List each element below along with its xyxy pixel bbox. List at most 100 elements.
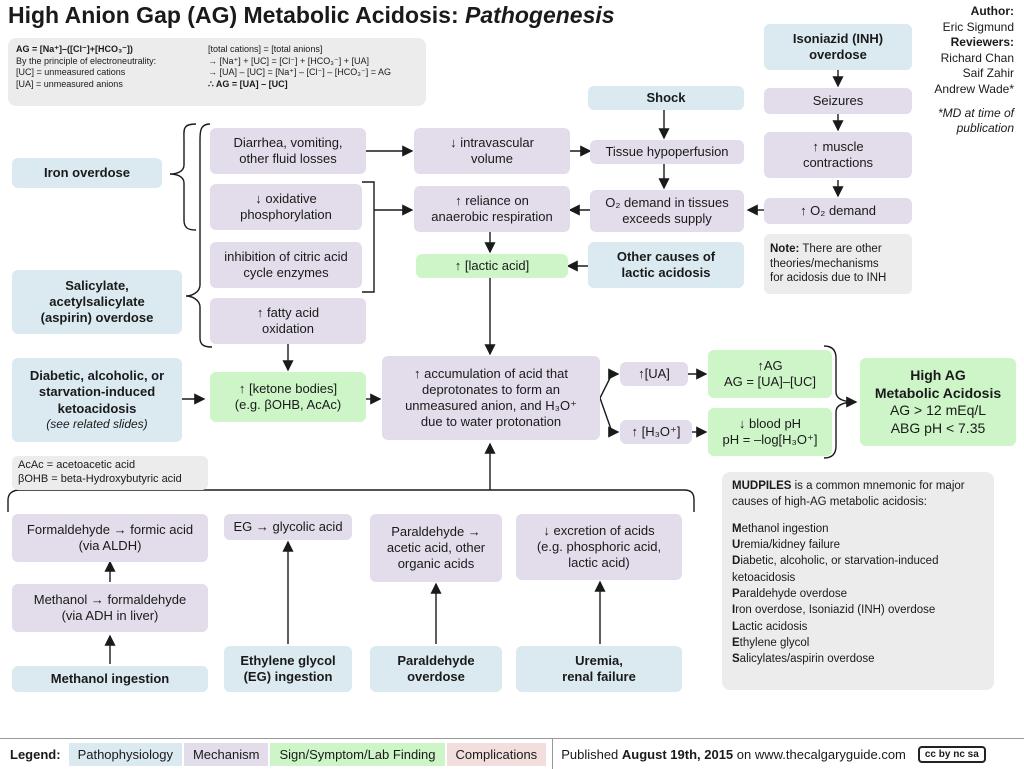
mnemonic-text: alicylates/aspirin overdose — [739, 653, 875, 666]
mnemonic-text: actic acidosis — [739, 620, 808, 633]
mnemonic-item: Methanol ingestion — [732, 521, 984, 537]
cc-license-icon: cc by nc sa — [917, 745, 986, 763]
abbr-line: βOHB = beta-Hydroxybutyric acid — [18, 473, 182, 485]
node-text: Isoniazid (INH) — [792, 30, 884, 46]
node-seizures: Seizures — [764, 88, 912, 114]
node-note: (see related slides) — [46, 416, 148, 431]
node-text: overdose — [809, 47, 867, 62]
node-text: (aspirin) overdose — [40, 310, 154, 326]
author-note: publication — [956, 121, 1014, 136]
node-text: ↑ reliance on — [455, 192, 529, 208]
formula-line: ∴ AG = [UA] – [UC] — [208, 79, 288, 90]
node-text: pH = –log[H₃O⁺] — [722, 432, 818, 447]
mnemonic-item: Lactic acidosis — [732, 619, 984, 635]
node-isoniazid-overdose: Isoniazid (INH) overdose — [764, 24, 912, 70]
node-ketoacidosis: Diabetic, alcoholic, or starvation-induc… — [12, 358, 182, 442]
node-text: ↑ accumulation of acid that — [414, 365, 568, 381]
node-uremia: Uremia, renal failure — [516, 646, 682, 692]
mnemonic-text: ron overdose, Isoniazid (INH) overdose — [735, 604, 936, 617]
node-text: volume — [471, 151, 513, 166]
reviewer: Saif Zahir — [962, 66, 1014, 81]
published-date: August 19th, 2015 — [621, 746, 734, 762]
published-text: Published August 19th, 2015 on www.theca… — [561, 747, 906, 762]
node-text: ↓ excretion of acids — [543, 522, 655, 538]
node-text: ↑ [H₃O⁺] — [631, 423, 681, 439]
title-italic: Pathogenesis — [465, 2, 615, 28]
legend-label: Legend: — [10, 746, 61, 762]
node-o2-demand-exceeds: O₂ demand in tissues exceeds supply — [590, 190, 744, 232]
node-text: Paraldehyde → — [391, 523, 481, 539]
abbr-line: AcAc = acetoacetic acid — [18, 459, 136, 472]
mnemonic-item: Ethylene glycol — [732, 635, 984, 651]
node-text: acetylsalicylate — [49, 293, 145, 309]
mnemonic-intro-text: is a common mnemonic for major causes of… — [732, 480, 965, 509]
abbreviation-box: AcAc = acetoacetic acid βOHB = beta-Hydr… — [12, 456, 208, 490]
node-text: Seizures — [812, 92, 864, 108]
node-text: O₂ demand in tissues — [605, 194, 729, 210]
note-text: for acidosis due to INH — [770, 272, 887, 285]
brace-iron — [169, 123, 197, 231]
node-formic-acid: Formaldehyde → formic acid (via ALDH) — [12, 514, 208, 562]
mnemonic-text: remia/kidney failure — [740, 538, 841, 551]
node-text: Shock — [646, 89, 686, 105]
mnemonic-intro: MUDPILES is a common mnemonic for major … — [732, 478, 984, 511]
node-text: phosphorylation — [240, 207, 332, 222]
mnemonic-text: araldehyde overdose — [739, 587, 848, 600]
mnemonic-letter: D — [732, 555, 741, 568]
mnemonic-item: Salicylates/aspirin overdose — [732, 651, 984, 667]
node-text: ↓ oxidative — [255, 190, 317, 206]
author-note: *MD at time of — [937, 105, 1014, 120]
node-text: Salicylate, — [65, 277, 129, 293]
node-muscle-contractions: ↑ muscle contractions — [764, 132, 912, 178]
author-block: Author: Eric Sigmund Reviewers: Richard … — [934, 4, 1014, 137]
legend-bar: Legend: Pathophysiology Mechanism Sign/S… — [0, 738, 1024, 769]
node-acid-accumulation: ↑ accumulation of acid that deprotonates… — [382, 356, 600, 440]
node-blood-ph: ↓ blood pH pH = –log[H₃O⁺] — [708, 408, 832, 456]
brace-result-bottom — [823, 396, 858, 459]
node-tissue-hypoperfusion: Tissue hypoperfusion — [590, 140, 744, 164]
node-ketone-bodies: ↑ [ketone bodies] (e.g. βOHB, AcAc) — [210, 372, 366, 422]
node-fatty-acid-oxidation: ↑ fatty acid oxidation — [210, 298, 366, 344]
formula-left: AG = [Na⁺]–([Cl⁻]+[HCO₃⁻]) By the princi… — [16, 44, 156, 91]
node-text: (via ALDH) — [78, 538, 142, 553]
node-text: AG = [UA]–[UC] — [723, 374, 817, 389]
formula-right: [total cations] = [total anions] → [Na⁺]… — [208, 44, 391, 91]
legend-mechanism: Mechanism — [183, 742, 269, 766]
node-paraldehyde-overdose: Paraldehyde overdose — [370, 646, 502, 692]
node-text: Diabetic, alcoholic, or — [29, 368, 165, 384]
formula-line: → [Na⁺] + [UC] = [Cl⁻] + [HCO₃⁻] + [UA] — [208, 55, 369, 66]
mnemonic-text: ethanol ingestion — [741, 522, 829, 535]
node-o2-demand-up: ↑ O₂ demand — [764, 198, 912, 224]
legend-complications: Complications — [446, 742, 547, 766]
mnemonic-letter: M — [732, 522, 742, 535]
mudpiles-mnemonic: MUDPILES is a common mnemonic for major … — [722, 472, 994, 690]
formula-line: [UC] = unmeasured cations — [16, 67, 126, 78]
mnemonic-text: iabetic, alcoholic, or starvation-induce… — [732, 555, 939, 584]
node-text: starvation-induced — [38, 384, 156, 400]
bracket-oxphos — [362, 181, 375, 293]
node-text: lactic acid) — [568, 555, 630, 571]
published-site[interactable]: on www.thecalgaryguide.com — [733, 746, 906, 762]
node-text: organic acids — [397, 556, 475, 572]
node-ethylene-glycol: Ethylene glycol (EG) ingestion — [224, 646, 352, 692]
node-text: other fluid losses — [239, 151, 337, 166]
node-intravascular-volume: ↓ intravascular volume — [414, 128, 570, 174]
node-glycolic-acid: EG → glycolic acid — [224, 514, 352, 540]
node-text: acetic acid, other — [386, 539, 486, 555]
formula-box: AG = [Na⁺]–([Cl⁻]+[HCO₃⁻]) By the princi… — [8, 38, 426, 106]
node-text: ↓ blood pH — [738, 415, 802, 431]
node-lactic-acid: ↑ [lactic acid] — [416, 254, 568, 278]
node-text: due to water protonation — [420, 414, 562, 430]
arrow-accum-h3o — [599, 397, 620, 438]
page-title: High Anion Gap (AG) Metabolic Acidosis: … — [8, 2, 615, 29]
note-text: There are other — [802, 243, 882, 256]
formula-line: AG = [Na⁺]–([Cl⁻]+[HCO₃⁻]) — [16, 44, 133, 54]
node-acid-excretion: ↓ excretion of acids (e.g. phosphoric ac… — [516, 514, 682, 580]
node-methanol-formaldehyde: Methanol → formaldehyde (via ADH in live… — [12, 584, 208, 632]
legend-divider — [552, 739, 554, 769]
node-text: EG → glycolic acid — [233, 518, 343, 534]
node-ag-increase: ↑AG AG = [UA]–[UC] — [708, 350, 832, 398]
mnemonic-title: MUDPILES — [732, 480, 792, 492]
mnemonic-letter: E — [732, 636, 740, 649]
